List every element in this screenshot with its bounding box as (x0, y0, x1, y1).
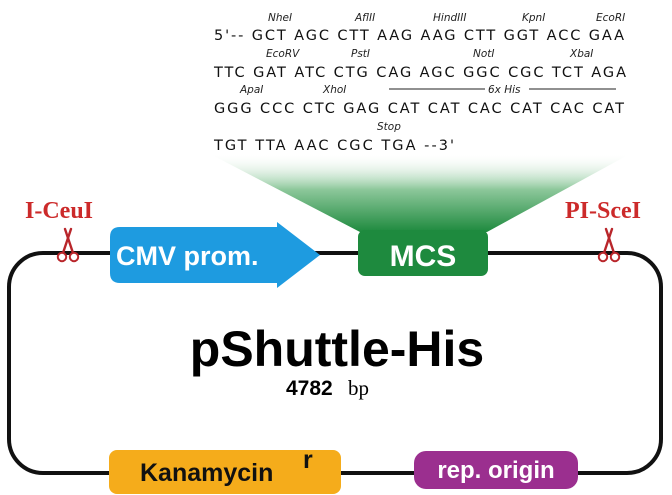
stop-codon-label: Stop (377, 121, 401, 133)
enzyme-label: HindIII (433, 12, 466, 24)
cmv-promoter-arrow (110, 222, 320, 288)
mcs-label: MCS (390, 240, 457, 273)
his-tag-label: 6x His (488, 84, 521, 96)
mcs-expansion-fan (212, 155, 628, 232)
enzyme-label: AflII (354, 12, 375, 24)
enzyme-label: NotI (473, 48, 495, 60)
kanamycin-superscript: r (303, 446, 313, 474)
mcs-sequence: NheI AflII HindIII KpnI EcoRI 5'-- GCT A… (213, 12, 626, 154)
sequence-line: TGT TTA AAC CGC TGA --3' (213, 138, 454, 154)
enzyme-label: EcoRI (596, 12, 625, 24)
enzyme-label: PstI (351, 48, 370, 60)
enzyme-label: NheI (268, 12, 292, 24)
sequence-line: 5'-- GCT AGC CTT AAG AAG CTT GGT ACC GAA (214, 28, 624, 44)
rep-origin-box (414, 451, 578, 489)
plasmid-size-unit: bp (348, 376, 369, 400)
enzyme-label: KpnI (522, 12, 545, 24)
kanamycin-box (109, 450, 341, 494)
cmv-promoter-label: CMV prom. (116, 241, 259, 271)
enzyme-label: XhoI (322, 84, 346, 96)
plasmid-name: pShuttle-His (190, 321, 484, 377)
sequence-line: GGG CCC CTC GAG CAT CAT CAC CAT CAC CAT (214, 101, 624, 117)
site-label-right: PI-SceI (565, 198, 641, 224)
sequence-line: TTC GAT ATC CTG CAG AGC GGC CGC TCT AGA (213, 65, 626, 81)
scissors-icon (597, 227, 621, 263)
kanamycin-label: Kanamycin (140, 459, 273, 487)
mcs-box (358, 230, 488, 276)
plasmid-size-value: 4782 (286, 377, 333, 400)
enzyme-label: XbaI (569, 48, 593, 60)
scissors-icon (56, 227, 80, 263)
rep-origin-label: rep. origin (437, 457, 554, 484)
site-label-left: I-CeuI (25, 198, 93, 224)
enzyme-label: EcoRV (266, 48, 300, 60)
enzyme-label: ApaI (239, 84, 263, 96)
